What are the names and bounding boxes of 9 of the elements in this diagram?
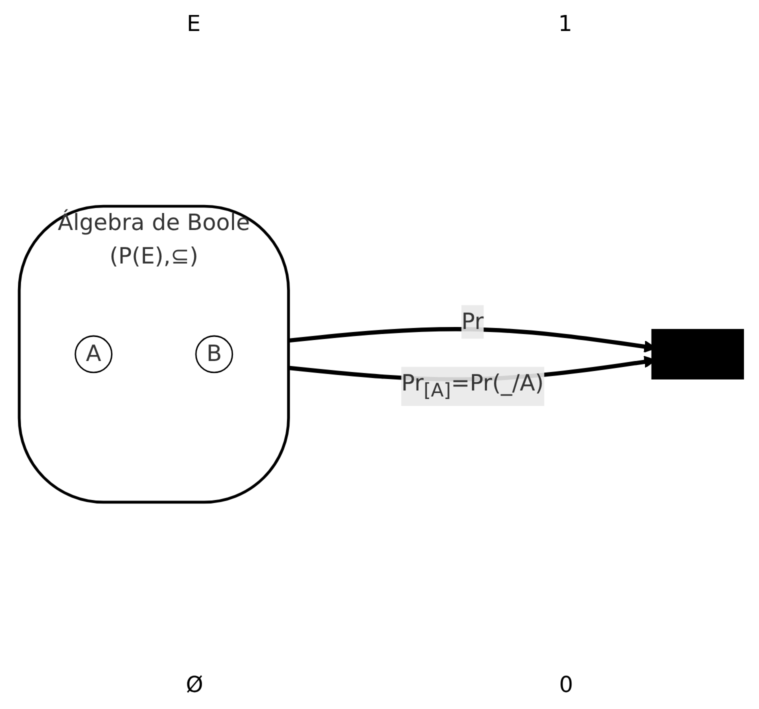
node-circle [195, 336, 234, 374]
point-label: 0 [559, 672, 574, 698]
node-circle [74, 336, 112, 374]
diagram: Pr Pr$_{[A]}$=Pr(_/A) Álgebra de Boole (P(E),⊆) A B [8, 195, 751, 514]
point-label: E [186, 12, 201, 36]
point-label: 1 [558, 12, 572, 36]
cluster [18, 205, 290, 504]
node-bar [651, 329, 744, 380]
point-label: Ø [186, 672, 204, 698]
